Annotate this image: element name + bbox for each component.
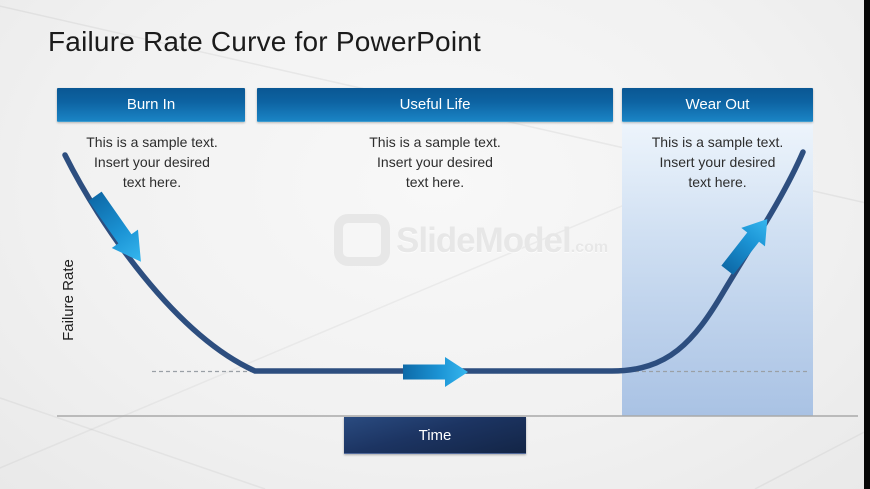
placeholder-text-useful-life: This is a sample text. Insert your desir… — [334, 133, 536, 193]
slidemodel-logo-icon — [334, 214, 390, 266]
phase-header-burn-in: Burn In — [57, 88, 245, 122]
declining-arrow-icon — [88, 191, 141, 262]
phase-header-label: Wear Out — [685, 96, 750, 113]
phase-header-label: Burn In — [126, 96, 176, 113]
constant-arrow-icon — [403, 357, 468, 387]
text-line: This is a sample text. — [651, 134, 784, 150]
watermark-suffix: .com — [570, 239, 609, 256]
page-title: Failure Rate Curve for PowerPoint — [48, 26, 481, 57]
watermark-brand: SlideModel — [396, 220, 572, 260]
screen-edge-bar — [864, 0, 870, 489]
phase-header-label: Useful Life — [399, 96, 471, 113]
placeholder-text-wear-out: This is a sample text. Insert your desir… — [622, 133, 813, 193]
placeholder-text-burn-in: This is a sample text. Insert your desir… — [57, 133, 247, 193]
watermark: SlideModel .com — [334, 214, 608, 266]
phase-header-useful-life: Useful Life — [257, 88, 613, 122]
text-line: text here. — [122, 173, 182, 190]
y-axis-label: Failure Rate — [60, 259, 77, 341]
text-line: text here. — [405, 173, 465, 190]
x-axis-title-box: Time — [344, 417, 526, 454]
text-line: Insert your desired — [659, 153, 776, 170]
x-axis-label: Time — [418, 426, 452, 444]
phase-header-wear-out: Wear Out — [622, 88, 813, 122]
text-line: text here. — [688, 173, 747, 190]
text-line: This is a sample text. — [86, 134, 218, 150]
text-line: Insert your desired — [377, 153, 493, 170]
text-line: Insert your desired — [94, 153, 210, 170]
text-line: This is a sample text. — [369, 134, 501, 150]
